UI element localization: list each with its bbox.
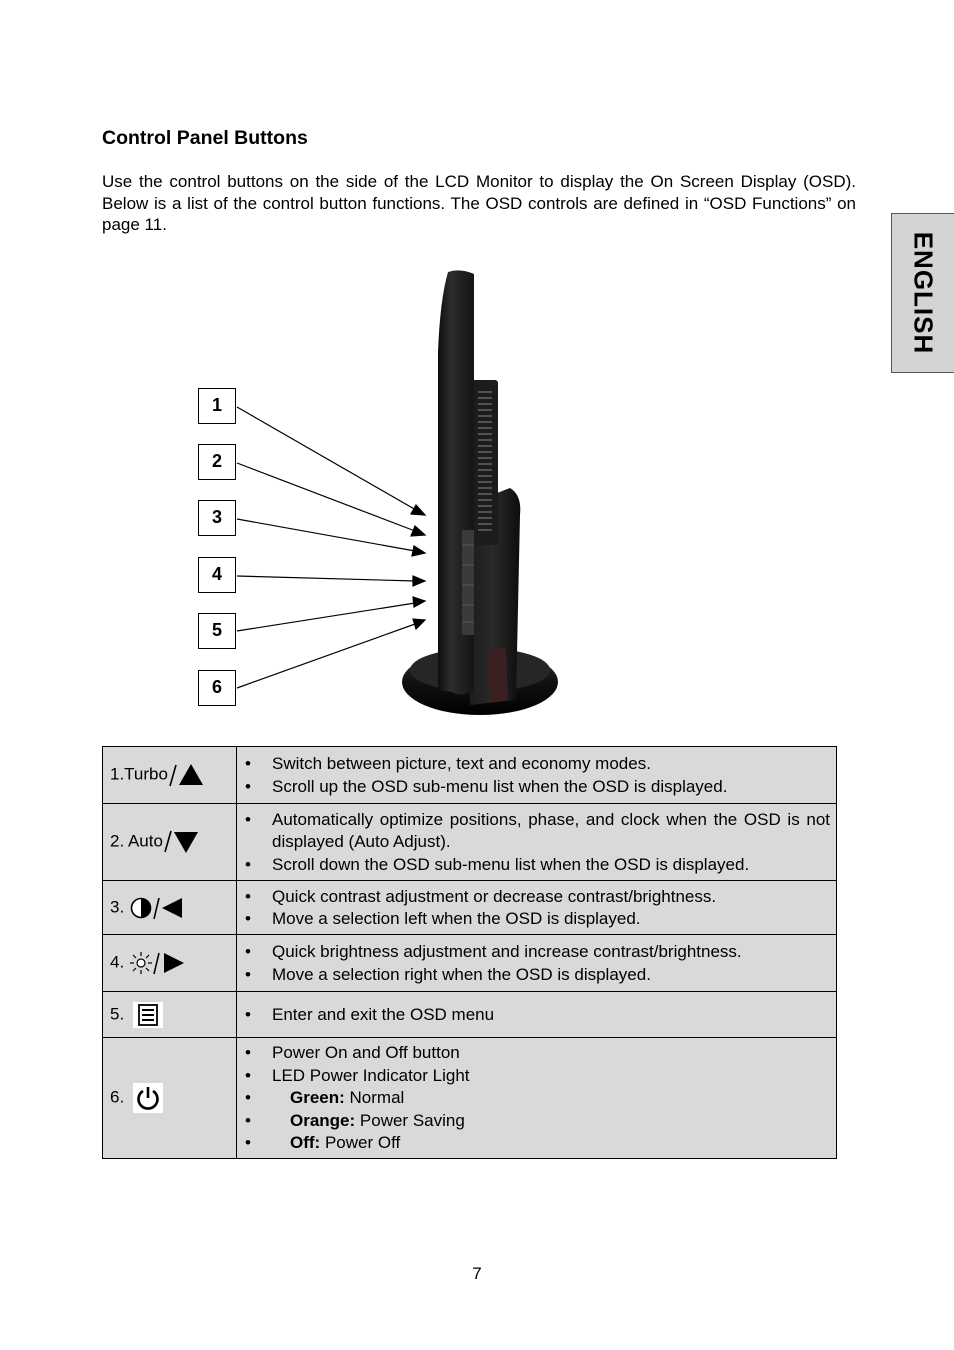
turbo-up-icon <box>169 764 203 787</box>
language-tab-label: ENGLISH <box>908 231 939 355</box>
list-item: Enter and exit the OSD menu <box>245 1004 830 1027</box>
button-cell-power: 6. <box>102 1037 237 1159</box>
callout-arrow-2 <box>236 462 416 532</box>
table-row: 6. Power On and Off button LED Power Ind… <box>102 1037 837 1159</box>
button-label: 3. <box>110 896 125 916</box>
table-row: 1.Turbo Switch between picture, text and… <box>102 746 837 804</box>
table-row: 3. Quick contrast adjustment or decrease… <box>102 880 837 935</box>
callout-arrow-5 <box>236 602 416 632</box>
table-row: 4. Quick brightness adjustment and incre… <box>102 934 837 992</box>
led-state-text: Power Off <box>320 1133 401 1152</box>
monitor-rear-housing <box>472 380 498 545</box>
button-cell-menu: 5. <box>102 991 237 1038</box>
callout-box-5: 5 <box>198 613 236 649</box>
callout-arrow-4 <box>236 575 416 582</box>
control-buttons-table: 1.Turbo Switch between picture, text and… <box>102 746 837 1159</box>
button-label: 1.Turbo <box>110 764 168 784</box>
button-label: 5. <box>110 1003 125 1023</box>
description-cell: Quick brightness adjustment and increase… <box>236 934 837 992</box>
page-number: 7 <box>472 1264 482 1283</box>
side-button-strip <box>462 530 474 635</box>
button-cell-contrast: 3. <box>102 880 237 935</box>
led-state-item: Green: Normal <box>245 1087 830 1110</box>
table-row: 2. Auto Automatically optimize positions… <box>102 803 837 881</box>
callout-arrow-6 <box>236 623 416 689</box>
section-heading: Control Panel Buttons <box>102 127 308 149</box>
contrast-left-icon <box>130 897 182 919</box>
list-item: Quick brightness adjustment and increase… <box>245 941 830 964</box>
button-label: 4. <box>110 952 125 972</box>
led-state-text: Normal <box>344 1088 405 1107</box>
list-item: Scroll up the OSD sub-menu list when the… <box>245 776 830 799</box>
led-state-label: Off: <box>290 1133 321 1152</box>
list-item: Power On and Off button <box>245 1042 830 1065</box>
list-item: Move a selection right when the OSD is d… <box>245 964 830 987</box>
callout-box-2: 2 <box>198 444 236 480</box>
callout-arrow-1 <box>236 406 417 511</box>
led-state-label: Orange: <box>290 1110 356 1130</box>
callout-box-3: 3 <box>198 500 236 536</box>
button-cell-auto: 2. Auto <box>102 803 237 881</box>
callout-box-1: 1 <box>198 388 236 424</box>
callout-box-4: 4 <box>198 557 236 593</box>
button-cell-brightness: 4. <box>102 934 237 992</box>
description-cell: Switch between picture, text and economy… <box>236 746 837 804</box>
brightness-right-icon <box>129 952 184 975</box>
button-cell-turbo: 1.Turbo <box>102 746 237 804</box>
led-state-item: Off: Power Off <box>245 1132 830 1155</box>
intro-paragraph: Use the control buttons on the side of t… <box>102 172 856 235</box>
power-icon <box>132 1082 163 1113</box>
language-tab: ENGLISH <box>891 213 954 373</box>
callout-arrow-3 <box>236 518 416 552</box>
description-cell: Power On and Off button LED Power Indica… <box>236 1037 837 1159</box>
menu-icon <box>132 1001 163 1028</box>
list-item: Scroll down the OSD sub-menu list when t… <box>245 854 830 877</box>
description-cell: Automatically optimize positions, phase,… <box>236 803 837 881</box>
list-item: Switch between picture, text and economy… <box>245 753 830 776</box>
led-state-item: Orange: Power Saving <box>245 1110 830 1133</box>
button-label: 6. <box>110 1087 125 1107</box>
button-label: 2. Auto <box>110 831 163 851</box>
list-item: Automatically optimize positions, phase,… <box>245 809 830 854</box>
led-state-text: Power Saving <box>355 1110 465 1130</box>
auto-down-icon <box>164 830 198 853</box>
list-item: Quick contrast adjustment or decrease co… <box>245 886 830 909</box>
led-state-label: Green: <box>290 1088 345 1107</box>
description-cell: Quick contrast adjustment or decrease co… <box>236 880 837 935</box>
callout-box-6: 6 <box>198 670 236 706</box>
list-item: LED Power Indicator Light <box>245 1065 830 1088</box>
description-cell: Enter and exit the OSD menu <box>236 991 837 1038</box>
table-row: 5. Enter and exit the OSD menu <box>102 991 837 1038</box>
monitor-side-illustration <box>236 270 558 715</box>
list-item: Move a selection left when the OSD is di… <box>245 908 830 931</box>
